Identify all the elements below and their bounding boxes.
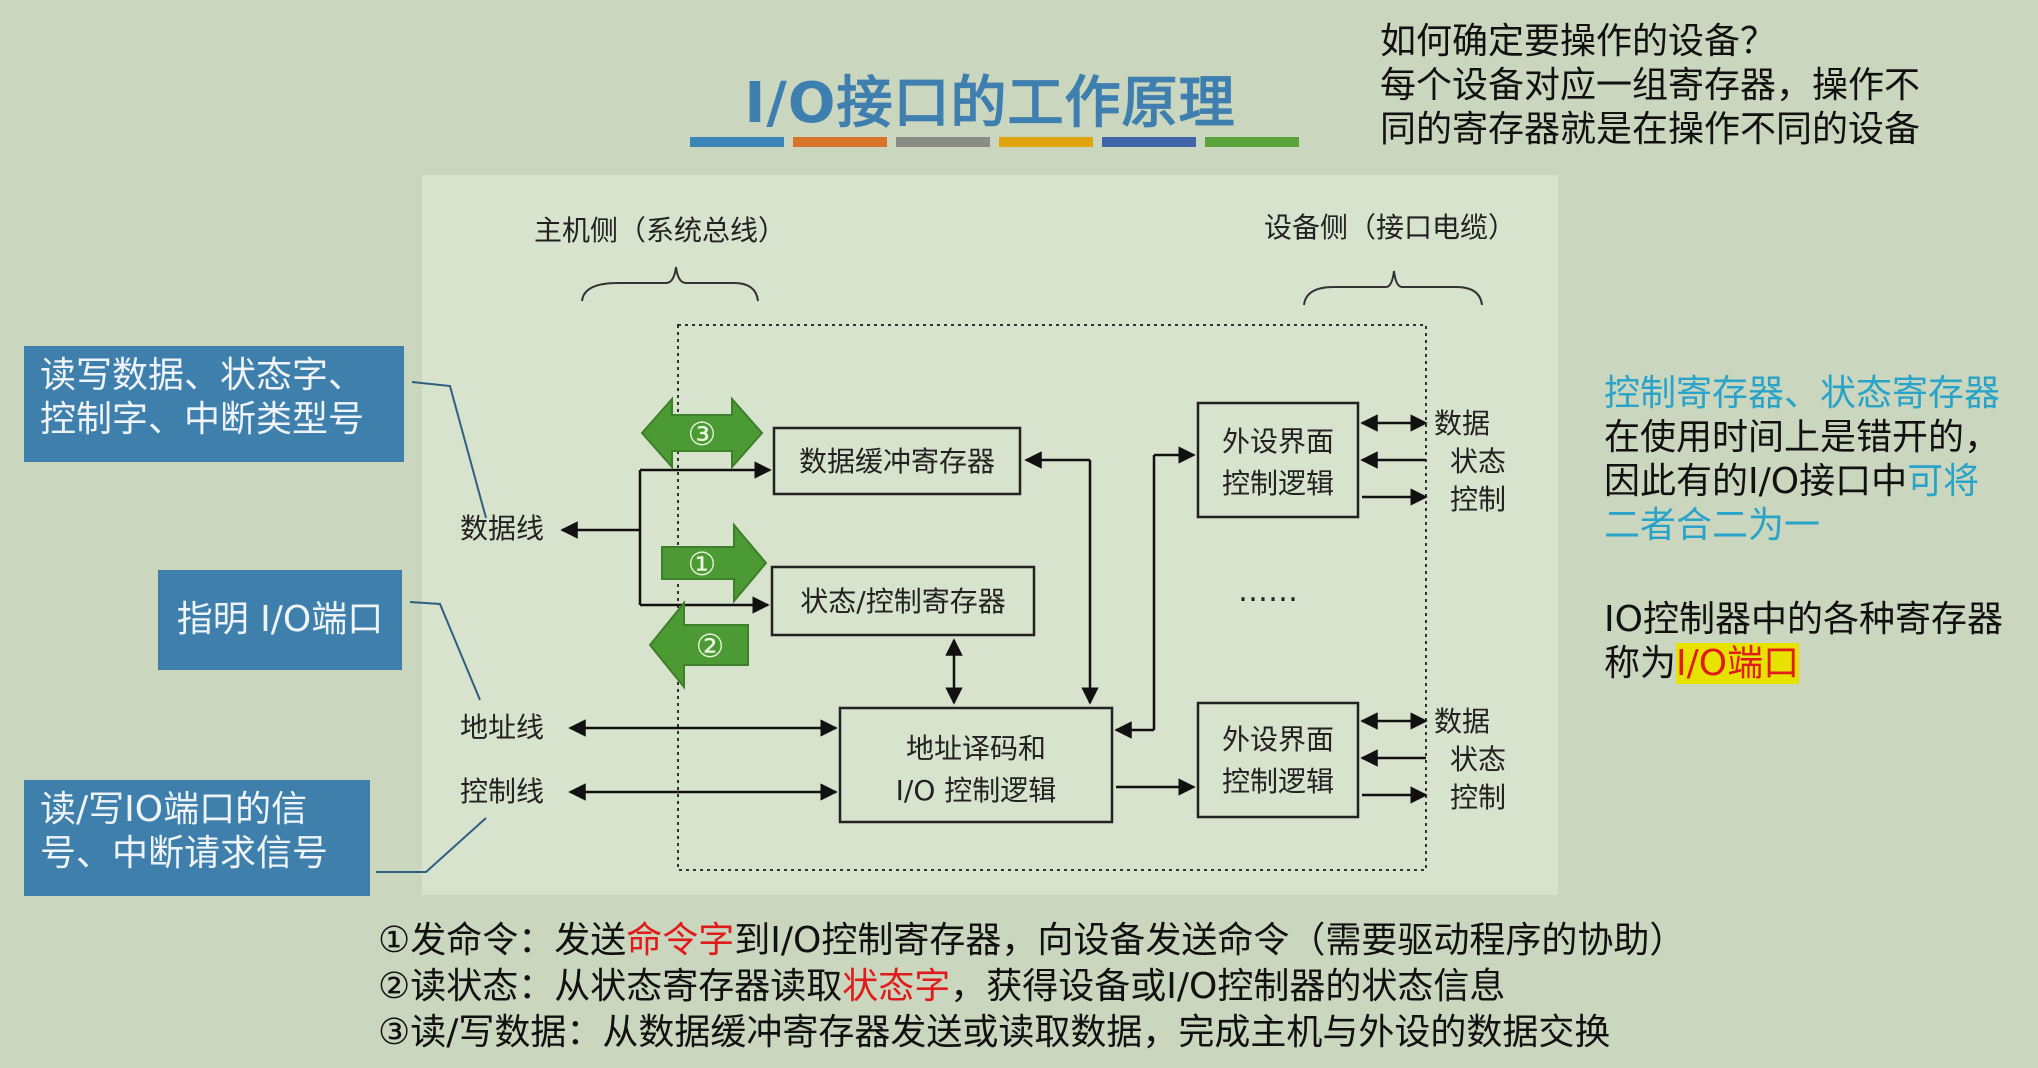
data-buffer-register-label: 数据缓冲寄存器 [799,445,995,478]
step-3: ③读/写数据：从数据缓冲寄存器发送或读取数据，完成主机与外设的数据交换 [378,1012,1611,1053]
top-signal-data: 数据 [1434,407,1490,440]
device-side-label: 设备侧（接口电缆） [1264,211,1516,244]
title-underline-6 [1205,137,1299,147]
bottom-signal-data: 数据 [1434,705,1490,738]
peripheral-control-logic-bottom [1196,701,1360,819]
page-title: I/O接口的工作原理 [744,71,1236,136]
step-1: ①发命令：发送命令字到I/O控制寄存器，向设备发送命令（需要驱动程序的协助） [378,918,1685,964]
title-underline-5 [1102,137,1196,147]
step-2-status-word: 状态字 [842,966,951,1007]
register-note-part-b: 器 [1964,373,2001,414]
step-2: ②读状态：从状态寄存器读取状态字，获得设备或I/O控制器的状态信息 [378,964,1685,1010]
control-line-callout-line-2: 号、中断请求信号 [40,833,329,874]
io-port-note-part-b: 器称为 [1604,599,2003,684]
io-port-note: IO控制器中的各种寄存器称为I/O端口 [1604,598,2004,686]
arrow-1-label: ① [688,545,717,583]
io-port-highlight: I/O端口 [1676,643,1800,684]
address-decode-label-1: 地址译码和 [906,732,1046,765]
step-1-command-word: 命令字 [626,920,735,961]
step-1-c: 到I/O控制寄存器，向设备发送命令（需要驱动程序的协助） [734,920,1686,961]
data-buffer-register [772,426,1022,496]
control-line-callout-line-1: 读/写IO端口的信 [40,789,308,830]
register-note-part-f: 可将二者合二为一 [1604,461,1980,546]
bottom-signal-status: 状态 [1450,743,1506,776]
question-line-2: 每个设备对应一组寄存器，操作不 [1380,65,1921,106]
title-underline-3 [896,137,990,147]
callout-connectors [376,381,487,873]
peripheral-control-logic-top [1196,401,1360,519]
host-brace [581,266,759,302]
control-line-label: 控制线 [460,775,544,808]
arrow-2-left: ② [648,600,749,690]
io-interface-diagram: 主机侧（系统总线） 设备侧（接口电缆） 数据线 地址线 控制线 数据缓冲寄存器 … [422,175,1558,895]
data-line-label: 数据线 [460,512,544,545]
status-control-register-label: 状态/控制寄存器 [800,585,1005,618]
register-note-part-c: 在使用时间上是错开 [1604,417,1929,458]
io-port-note-part-a: IO控制器中的各种寄存 [1604,599,1967,640]
data-line-callout-line-2: 控制字、中断类型号 [40,399,365,440]
control-line-callout: 读/写IO端口的信 号、中断请求信号 [24,780,370,896]
host-side-label: 主机侧（系统总线） [534,214,786,247]
bottom-signal-control: 控制 [1450,781,1506,814]
question-line-3: 同的寄存器就是在操作不同的设备 [1380,109,1921,150]
data-line-callout-line-1: 读写数据、状态字、 [40,355,365,396]
register-note: 控制寄存器、状态寄存器在使用时间上是错开的，因此有的I/O接口中可将二者合二为一 [1604,372,2004,548]
register-note-part-d: 的，因此有的I/O接口 [1604,417,2001,502]
register-note-part-a: 控制寄存器、状态寄存 [1604,373,1965,414]
title-underline-2 [793,137,887,147]
interface-boundary [677,324,1427,871]
step-1-a: ①发命令：发送 [378,920,627,961]
peripheral-top-label-2: 控制逻辑 [1222,467,1334,500]
address-decode-logic [838,706,1114,824]
title-underline-4 [999,137,1093,147]
arrow-3-bidirectional: ③ [640,396,764,470]
arrow-1-right: ① [661,522,768,604]
data-line-callout: 读写数据、状态字、 控制字、中断类型号 [24,346,404,462]
peripheral-top-label-1: 外设界面 [1222,425,1334,458]
question-note: 如何确定要操作的设备？ 每个设备对应一组寄存器，操作不 同的寄存器就是在操作不同… [1380,20,1920,152]
peripheral-bottom-label-2: 控制逻辑 [1222,765,1334,798]
arrow-2-label: ② [696,627,725,665]
device-brace [1303,270,1483,306]
address-line-label: 地址线 [460,711,544,744]
register-note-part-e: 中 [1871,461,1908,502]
question-line-1: 如何确定要操作的设备？ [1380,21,1777,62]
arrow-3-label: ③ [688,415,717,453]
operation-steps: ①发命令：发送命令字到I/O控制寄存器，向设备发送命令（需要驱动程序的协助） ②… [378,918,1685,1056]
peripheral-bottom-label-1: 外设界面 [1222,723,1334,756]
status-control-register [770,565,1036,637]
address-decode-label-2: I/O 控制逻辑 [896,774,1057,807]
ellipsis: …… [1238,574,1298,609]
title-underline-1 [690,137,784,147]
address-line-callout-text: 指明 I/O端口 [176,599,384,640]
address-line-callout: 指明 I/O端口 [158,570,402,670]
top-signal-control: 控制 [1450,483,1506,516]
step-2-a: ②读状态：从状态寄存器读取 [378,966,843,1007]
top-signal-status: 状态 [1450,445,1506,478]
step-2-c: ，获得设备或I/O控制器的状态信息 [950,966,1506,1007]
